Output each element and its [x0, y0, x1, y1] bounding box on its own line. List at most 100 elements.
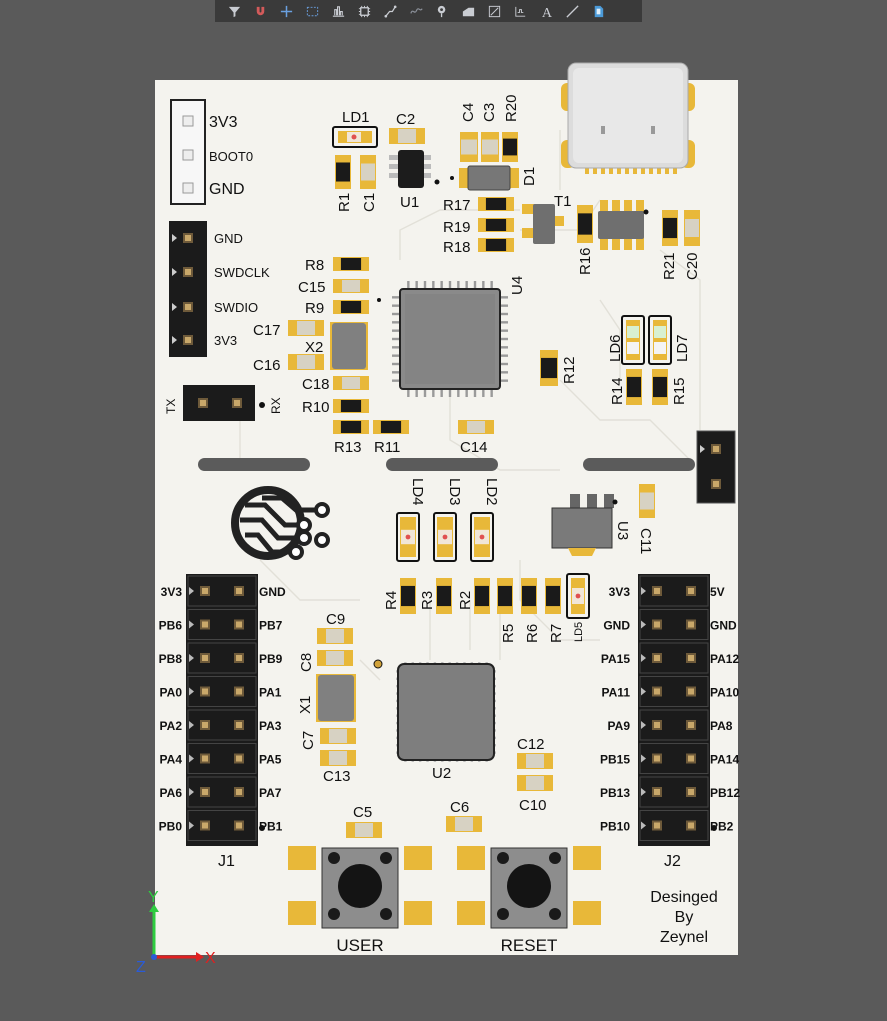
button-pad [288, 901, 316, 925]
capacitor-c5 [346, 822, 382, 838]
pad [522, 204, 538, 214]
copper-trace [559, 379, 691, 461]
designator-d1: D1 [521, 167, 538, 186]
regulator-u3 [551, 494, 618, 556]
ic-body [551, 507, 613, 549]
fill-tool-button[interactable] [455, 0, 481, 22]
crystal-body [318, 675, 354, 721]
ic-pin [498, 329, 508, 332]
resistor-body [498, 585, 512, 607]
diff-pair-tool-button[interactable] [403, 0, 429, 22]
ic-pin [604, 494, 614, 508]
led-outline [332, 126, 378, 148]
logo-node [288, 544, 304, 560]
filter-tool-button[interactable] [221, 0, 247, 22]
designator-r14: R14 [609, 377, 626, 405]
capacitor-body [297, 355, 315, 369]
ic-pin [392, 354, 402, 357]
designator-ld4: LD4 [409, 478, 426, 506]
led-lens [627, 326, 639, 338]
ic-pin [457, 281, 460, 291]
header-j1-right-label: PA1 [259, 686, 282, 700]
pin1-arrow [172, 303, 177, 311]
ic-pin [392, 337, 402, 341]
pin-arrow [641, 687, 646, 696]
user-button[interactable] [288, 846, 432, 929]
component-tool-button[interactable] [351, 0, 377, 22]
pin1-arrow [172, 234, 177, 242]
resistor-r4 [400, 578, 416, 614]
diff-pair-icon [409, 7, 423, 14]
designator-r17: R17 [443, 197, 471, 214]
line-icon [565, 4, 579, 18]
header-pin-tip [185, 337, 191, 343]
shape-tool-button[interactable] [585, 0, 611, 22]
capacitor-c20 [684, 210, 700, 246]
designator-c12: C12 [517, 736, 545, 753]
designator-r4: R4 [383, 591, 400, 610]
via-icon [437, 5, 445, 17]
select-rect-tool-button[interactable] [299, 0, 325, 22]
header-j2-left-label: PA15 [601, 652, 630, 666]
ic-pin [490, 387, 493, 397]
header-pin-tip [713, 481, 719, 487]
text-icon: A [541, 5, 552, 19]
button-post [380, 852, 392, 864]
header-pin-tip [202, 588, 208, 594]
ic-pin [392, 321, 402, 324]
capacitor-body [455, 817, 473, 831]
resistor-body [546, 585, 560, 607]
ic-pin [498, 312, 508, 316]
plus-tool-button[interactable] [273, 0, 299, 22]
ic-pin [448, 387, 452, 397]
magnet-tool-button[interactable] [247, 0, 273, 22]
designator-c5: C5 [353, 804, 372, 821]
uart-tx-label: TX [164, 399, 178, 414]
fill-icon [462, 7, 474, 16]
region-tool-button[interactable] [481, 0, 507, 22]
header-cell [639, 776, 709, 808]
resistor-body [475, 585, 489, 607]
designator-r11: R11 [374, 439, 400, 456]
resistor-body [340, 421, 362, 433]
header-j2-right-label: GND [710, 619, 737, 633]
header-uart [183, 385, 265, 421]
dimension-tool-button[interactable] [507, 0, 533, 22]
ic-pin [423, 281, 427, 291]
header-pin-tip [234, 400, 240, 406]
resistor-r14 [626, 369, 642, 405]
capacitor-c2 [389, 128, 425, 144]
ic-pin [407, 281, 410, 291]
header-right-power [696, 430, 736, 504]
header-pin-tip [236, 789, 242, 795]
header-pin-tip [185, 304, 191, 310]
ic-pin [392, 296, 402, 299]
ic-pin [389, 173, 399, 178]
header-pin [182, 182, 194, 194]
align-tool-button[interactable] [325, 0, 351, 22]
pin-arrow [641, 620, 646, 629]
capacitor-c16 [288, 354, 324, 370]
route-tool-button[interactable] [377, 0, 403, 22]
text-tool-button[interactable]: A [533, 0, 559, 22]
reset-button[interactable] [457, 846, 601, 929]
via-tool-button[interactable] [429, 0, 455, 22]
led-ld7 [648, 315, 672, 365]
line-tool-button[interactable] [559, 0, 585, 22]
designator-r6: R6 [524, 624, 541, 643]
pin-arrow [189, 620, 194, 629]
pcb-toolbar: A [215, 0, 642, 22]
swd-pin-label: 3V3 [214, 333, 237, 348]
usb-signal-pad [625, 164, 629, 174]
header-pin-tip [185, 235, 191, 241]
led-outline [621, 315, 645, 365]
header-cell [639, 575, 709, 607]
led-die [479, 534, 485, 540]
header-pin [182, 149, 194, 161]
pin-arrow [189, 788, 194, 796]
capacitor-c17 [288, 320, 324, 336]
swd-pin-label: GND [214, 231, 243, 246]
designator-u4: U4 [509, 276, 526, 295]
